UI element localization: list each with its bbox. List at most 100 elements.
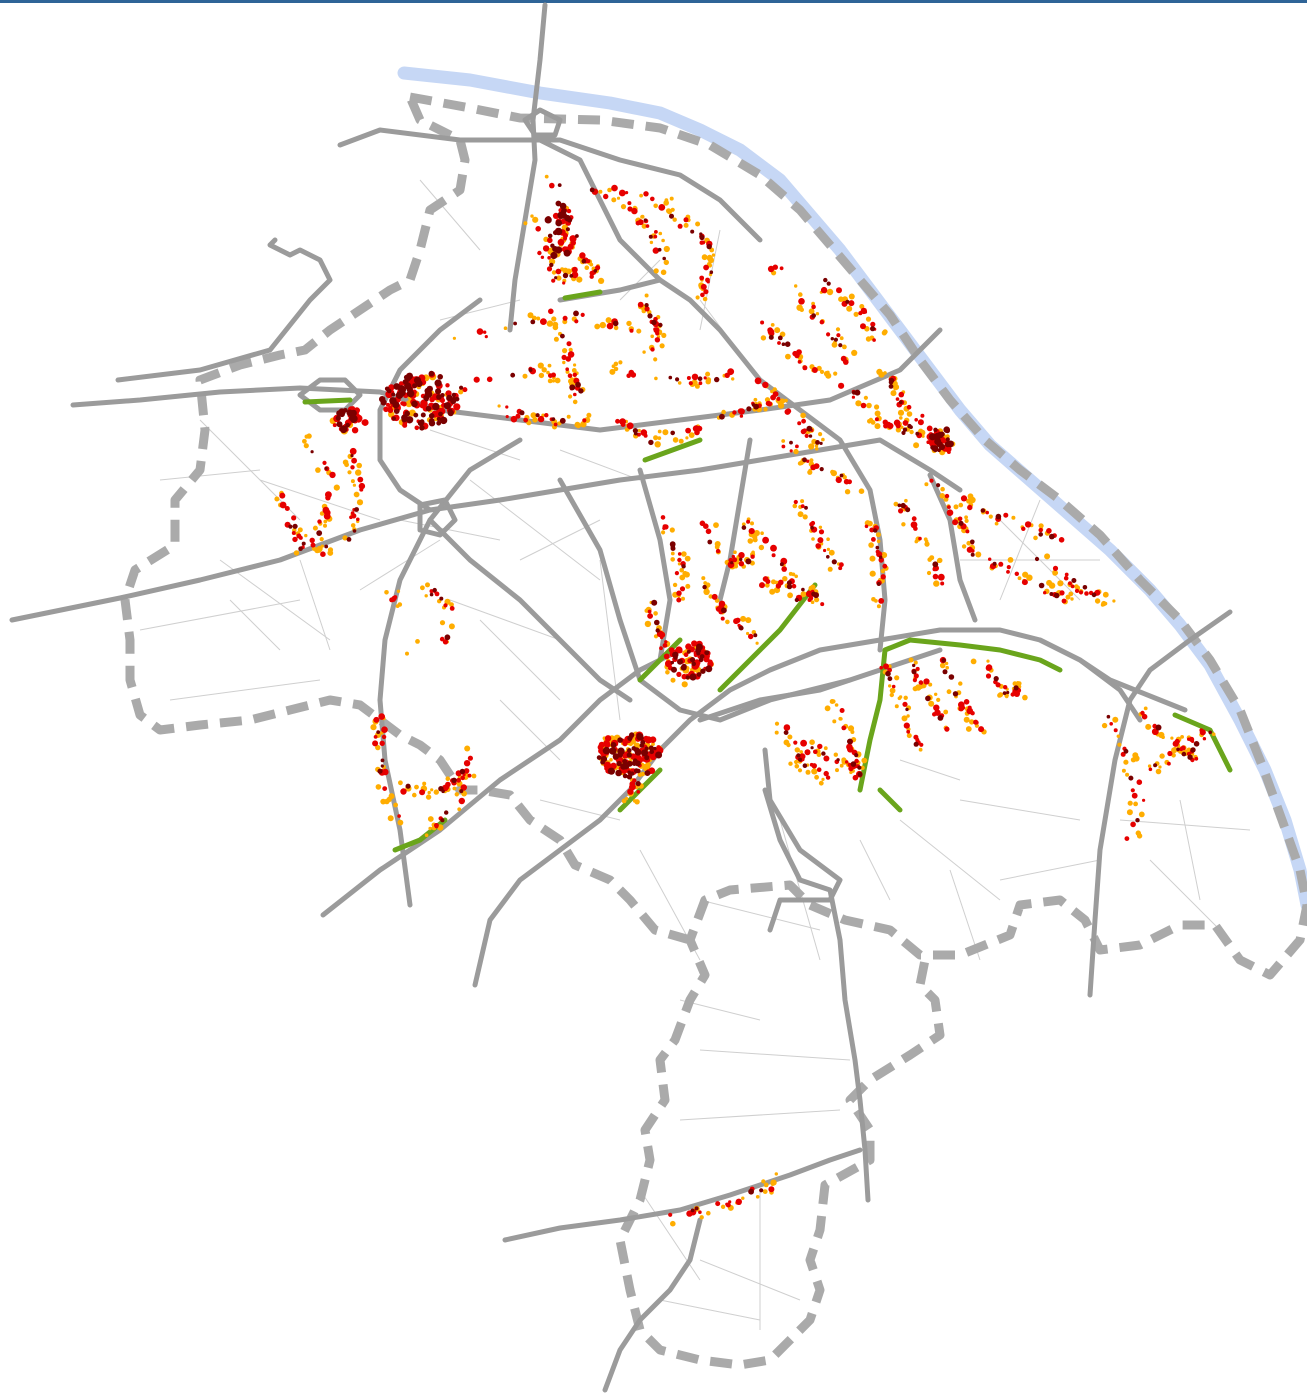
- noise-mid-dot: [1109, 722, 1113, 726]
- noise-low-dot: [867, 419, 872, 424]
- noise-mid-dot: [573, 392, 577, 397]
- noise-mid-dot: [887, 422, 894, 429]
- noise-high-dot: [1128, 775, 1134, 781]
- noise-low-dot: [304, 533, 308, 538]
- noise-low-dot: [933, 580, 940, 587]
- noise-low-dot: [536, 316, 541, 321]
- noise-high-dot: [912, 663, 916, 668]
- noise-low-dot: [327, 547, 334, 553]
- noise-mid-dot: [823, 755, 830, 762]
- noise-low-dot: [964, 515, 968, 520]
- noise-high-dot: [783, 730, 789, 735]
- noise-low-dot: [1044, 553, 1051, 560]
- noise-mid-dot: [838, 566, 843, 571]
- noise-low-dot: [653, 634, 659, 639]
- noise-high-dot: [444, 634, 451, 641]
- noise-mid-dot: [699, 649, 707, 656]
- noise-high-dot: [443, 402, 451, 410]
- noise-low-dot: [702, 296, 708, 302]
- noise-low-dot: [653, 611, 658, 616]
- noise-high-dot: [436, 420, 442, 426]
- noise-mid-dot: [571, 271, 579, 279]
- noise-mid-dot: [467, 755, 473, 761]
- noise-high-dot: [699, 232, 703, 236]
- noise-mid-dot: [732, 410, 737, 415]
- noise-mid-dot: [439, 397, 445, 403]
- noise-mid-dot: [372, 740, 379, 747]
- noise-mid-dot: [359, 487, 364, 492]
- noise-low-dot: [788, 761, 793, 766]
- noise-low-dot: [875, 532, 881, 538]
- noise-high-dot: [406, 386, 413, 393]
- noise-high-dot: [925, 695, 931, 702]
- noise-low-dot: [657, 436, 662, 440]
- noise-mid-dot: [686, 1210, 693, 1217]
- noise-low-dot: [670, 677, 676, 683]
- noise-low-dot: [763, 407, 768, 412]
- noise-low-dot: [881, 330, 887, 336]
- noise-low-dot: [926, 570, 932, 576]
- noise-high-dot: [609, 747, 617, 755]
- noise-high-dot: [695, 643, 703, 651]
- noise-low-dot: [936, 697, 941, 703]
- noise-low-dot: [861, 757, 868, 764]
- noise-low-dot: [653, 357, 658, 362]
- noise-low-dot: [945, 665, 949, 670]
- noise-low-dot: [355, 469, 362, 476]
- noise-mid-dot: [825, 775, 831, 780]
- noise-high-dot: [444, 810, 449, 815]
- noise-mid-dot: [381, 734, 387, 740]
- noise-mid-dot: [357, 476, 364, 483]
- noise-mid-dot: [291, 531, 296, 535]
- noise-high-dot: [338, 408, 346, 416]
- noise-low-dot: [900, 425, 904, 429]
- noise-mid-dot: [725, 1202, 729, 1206]
- noise-low-dot: [903, 695, 908, 700]
- noise-mid-dot: [1148, 767, 1153, 772]
- noise-mid-dot: [946, 509, 954, 516]
- noise-high-dot: [675, 377, 680, 382]
- noise-high-dot: [436, 416, 441, 422]
- noise-high-dot: [941, 658, 946, 663]
- noise-high-dot: [438, 786, 444, 792]
- noise-low-dot: [787, 734, 793, 740]
- noise-low-dot: [784, 398, 788, 403]
- noise-low-dot: [654, 441, 661, 448]
- noise-low-dot: [672, 582, 678, 588]
- noise-high-dot: [429, 592, 434, 597]
- noise-low-dot: [650, 334, 654, 339]
- noise-high-dot: [819, 441, 823, 445]
- noise-high-dot: [810, 525, 814, 530]
- noise-high-dot: [648, 439, 654, 446]
- noise-mid-dot: [754, 377, 762, 385]
- noise-low-dot: [904, 498, 908, 503]
- noise-mid-dot: [699, 275, 705, 281]
- noise-mid-dot: [806, 459, 810, 463]
- noise-high-dot: [697, 376, 703, 382]
- noise-low-dot: [706, 1210, 711, 1216]
- noise-low-dot: [908, 657, 914, 663]
- noise-low-dot: [672, 217, 677, 222]
- noise-low-dot: [829, 699, 835, 704]
- noise-mid-dot: [547, 255, 551, 260]
- noise-high-dot: [557, 183, 562, 188]
- noise-low-dot: [571, 368, 577, 373]
- noise-high-dot: [1190, 747, 1196, 753]
- noise-high-dot: [794, 597, 799, 603]
- noise-mid-dot: [785, 408, 792, 414]
- noise-mid-dot: [1189, 736, 1195, 743]
- noise-mid-dot: [860, 323, 866, 330]
- noise-high-dot: [339, 425, 348, 434]
- noise-mid-dot: [965, 529, 970, 534]
- noise-low-dot: [890, 390, 897, 397]
- noise-low-dot: [352, 483, 356, 487]
- noise-mid-dot: [783, 560, 787, 564]
- noise-low-dot: [965, 726, 972, 732]
- noise-high-dot: [649, 749, 655, 755]
- noise-mid-dot: [698, 1210, 702, 1214]
- noise-low-dot: [793, 448, 799, 455]
- noise-low-dot: [347, 470, 352, 475]
- noise-low-dot: [969, 496, 976, 504]
- noise-high-dot: [616, 760, 622, 767]
- noise-high-dot: [648, 745, 654, 751]
